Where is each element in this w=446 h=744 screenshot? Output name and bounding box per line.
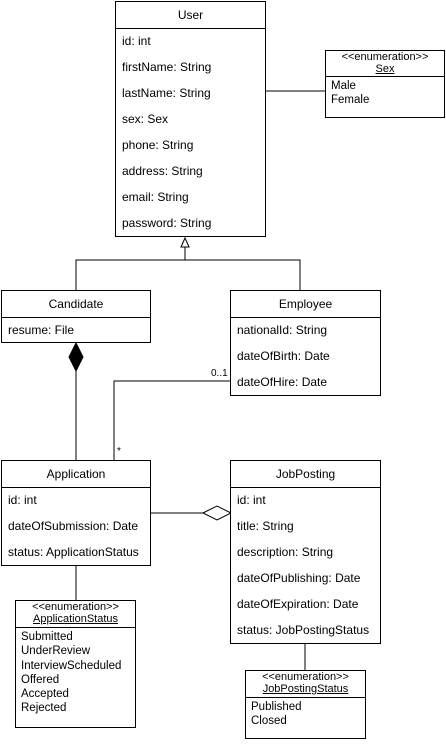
- user-attr-phone: phone: String: [122, 138, 194, 152]
- user-attr-email: email: String: [122, 190, 189, 204]
- enum-literal: InterviewScheduled: [21, 659, 122, 672]
- application-class-name: Application: [2, 461, 150, 488]
- enum-literal: Closed: [251, 715, 287, 728]
- employee-application-association: [113, 380, 231, 460]
- enum-literal: Female: [331, 94, 370, 107]
- jobpostingstatus-enum-literals: Published Closed: [246, 698, 365, 729]
- jobpostingstatus-enum-name: JobPostingStatus: [262, 683, 349, 695]
- application-attr-status: status: ApplicationStatus: [8, 545, 139, 559]
- user-attr-firstname: firstName: String: [122, 60, 212, 74]
- jobposting-attr-id: id: int: [237, 493, 266, 507]
- composition-diamond: [68, 341, 84, 373]
- aggregation-diamond: [201, 505, 233, 521]
- enum-literal: Offered: [21, 673, 60, 686]
- applicationstatus-enum-literals: Submitted UnderReview InterviewScheduled…: [16, 628, 135, 716]
- jobposting-class-name: JobPosting: [231, 461, 380, 488]
- applicationstatus-enum-header: <<enumeration>> ApplicationStatus: [16, 601, 135, 628]
- generalization-arrowhead: [180, 236, 190, 248]
- multiplicity-application-end: *: [117, 446, 121, 457]
- applicationstatus-enum-name: ApplicationStatus: [33, 613, 118, 625]
- user-class: User id: int firstName: String lastName:…: [115, 1, 266, 237]
- enum-literal: Accepted: [21, 688, 69, 701]
- jobpostingstatus-enum: <<enumeration>> JobPostingStatus Publish…: [245, 670, 366, 739]
- employee-attr-dateofbirth: dateOfBirth: Date: [237, 349, 330, 363]
- application-attr-dateofsubmission: dateOfSubmission: Date: [8, 519, 139, 533]
- enum-literal: UnderReview: [21, 645, 91, 658]
- employee-class: Employee nationalId: String dateOfBirth:…: [230, 290, 381, 396]
- jobposting-class: JobPosting id: int title: String descrip…: [230, 460, 381, 644]
- user-attr-sex: sex: Sex: [122, 112, 169, 126]
- candidate-generalization-line: [75, 259, 185, 290]
- user-attr-password: password: String: [122, 216, 212, 230]
- candidate-attr-resume: resume: File: [8, 323, 75, 337]
- sex-enum-literals: Male Female: [326, 77, 444, 108]
- application-attr-id: id: int: [8, 493, 37, 507]
- applicationstatus-enum-stereotype: <<enumeration>>: [32, 601, 119, 613]
- jobposting-attr-description: description: String: [237, 545, 334, 559]
- jobpostingstatus-enum-stereotype: <<enumeration>>: [262, 671, 349, 683]
- jobpostingstatus-enum-header: <<enumeration>> JobPostingStatus: [246, 671, 365, 698]
- enum-literal: Rejected: [21, 702, 67, 715]
- employee-attr-dateofhire: dateOfHire: Date: [237, 375, 328, 389]
- user-class-name: User: [116, 2, 265, 29]
- jobposting-attr-dateofpublishing: dateOfPublishing: Date: [237, 571, 361, 585]
- sex-enum-header: <<enumeration>> Sex: [326, 51, 444, 77]
- user-attr-address: address: String: [122, 164, 203, 178]
- multiplicity-employee-end: 0..1: [211, 368, 228, 379]
- user-attr-id: id: int: [122, 34, 151, 48]
- employee-attr-nationalid: nationalId: String: [237, 323, 328, 337]
- jobposting-attr-title: title: String: [237, 519, 294, 533]
- user-attr-lastname: lastName: String: [122, 86, 211, 100]
- jobposting-attr-dateofexpiration: dateOfExpiration: Date: [237, 597, 359, 611]
- employee-generalization-line: [185, 259, 301, 290]
- sex-enum-name: Sex: [375, 63, 395, 75]
- jobposting-attr-status: status: JobPostingStatus: [237, 623, 370, 637]
- sex-enum: <<enumeration>> Sex Male Female: [325, 50, 445, 118]
- enum-literal: Male: [331, 80, 356, 92]
- applicationstatus-enum: <<enumeration>> ApplicationStatus Submit…: [15, 600, 136, 728]
- employee-class-name: Employee: [231, 291, 380, 318]
- candidate-class-name: Candidate: [2, 291, 150, 318]
- candidate-class: Candidate resume: File: [1, 290, 151, 343]
- application-class: Application id: int dateOfSubmission: Da…: [1, 460, 151, 566]
- enum-literal: Submitted: [21, 631, 73, 643]
- sex-enum-stereotype: <<enumeration>>: [341, 51, 429, 63]
- enum-literal: Published: [251, 701, 302, 713]
